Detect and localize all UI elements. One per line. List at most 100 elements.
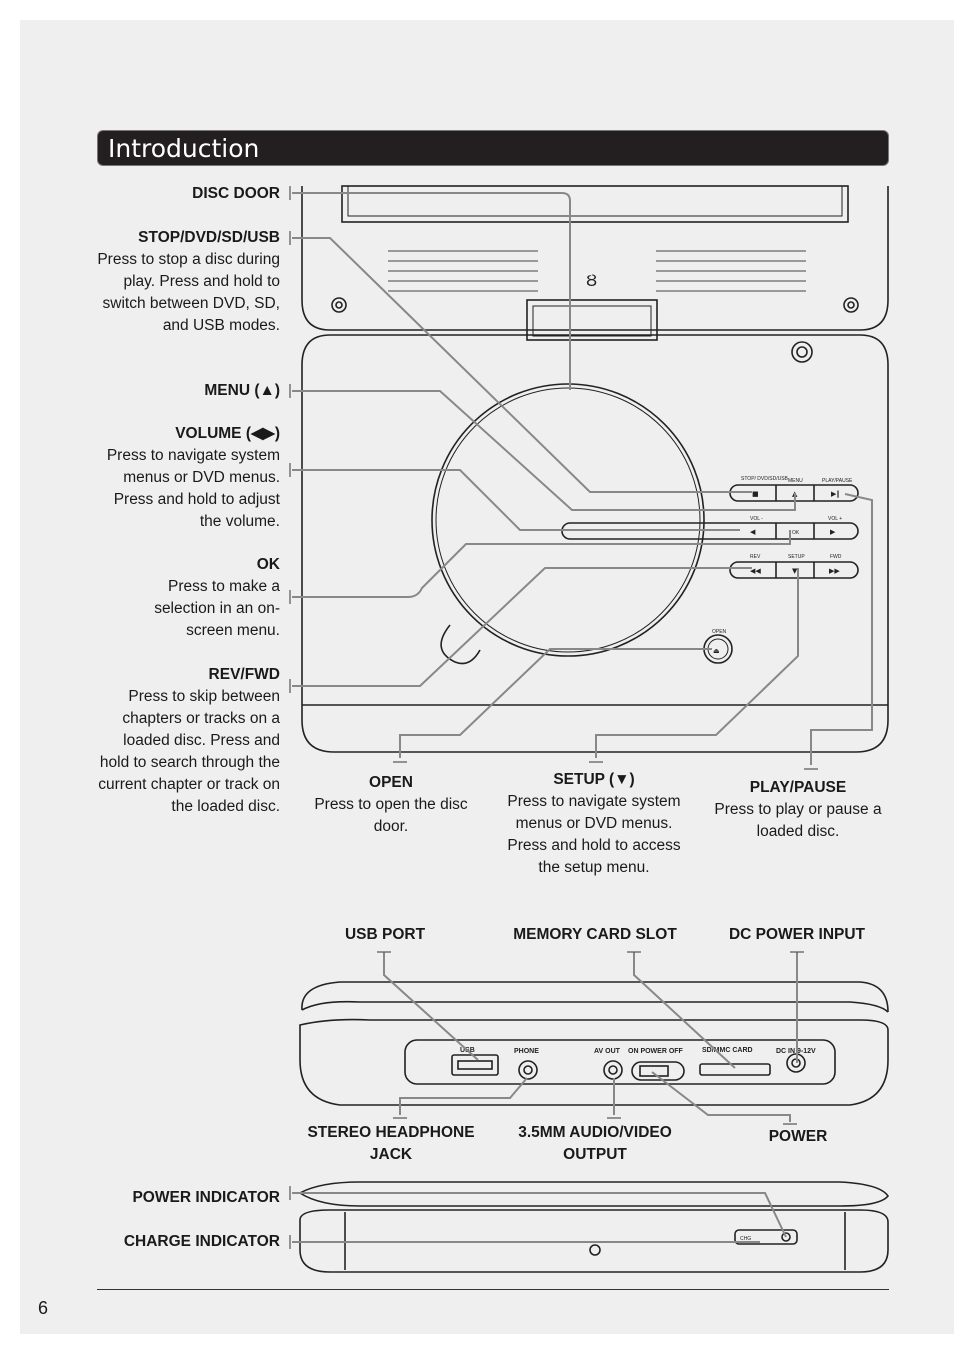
callout-av-output: 3.5MM AUDIO/VIDEO OUTPUT [500,1122,690,1166]
right-glyph-icon: ▶ [830,528,836,536]
callout-dc-power-title: DC POWER INPUT [728,926,866,943]
dev-label-fwd: FWD [830,554,842,560]
callout-open-title: OPEN [369,774,413,791]
side-lid [301,981,889,1013]
leader-ok [292,530,791,598]
brand-logo-icon: Ȣ [586,271,597,290]
speaker-grilles [388,250,806,292]
callout-disc-door-title: DISC DOOR [192,185,280,202]
callout-disc-door: DISC DOOR [90,183,280,205]
port-panel [404,1039,836,1085]
callout-volume-body: Press to navigate system menus or DVD me… [106,447,280,530]
disc-door [431,383,705,657]
callout-memory-card-title: MEMORY CARD SLOT [513,926,677,943]
callout-headphone: STEREO HEADPHONE JACK [300,1122,482,1166]
leader-playpause [810,493,873,765]
leader-revfwd [292,567,752,687]
footer-rule [97,1289,889,1290]
dev-label-vol-minus: VOL - [750,516,763,522]
callout-revfwd-title: REV/FWD [208,666,280,683]
dev-label-open: OPEN [712,629,727,635]
dev-label-phone: PHONE [514,1048,539,1055]
callout-setup-body: Press to navigate system menus or DVD me… [507,793,681,876]
callout-open-body: Press to open the disc door. [314,796,468,835]
screw-right [843,297,859,313]
leader-headphone [399,1077,528,1115]
callout-usb-port-title: USB PORT [344,926,426,943]
leader-power-indicator [292,1192,787,1238]
dev-label-ok: OK [792,530,800,536]
callout-dc-power: DC POWER INPUT [712,924,882,946]
left-glyph-icon: ◀ [750,528,756,536]
section-title: Introduction [108,134,260,163]
usb-port [451,1054,499,1076]
leader-stop [292,237,752,493]
callout-charge-indicator-title: CHARGE INDICATOR [123,1233,280,1250]
callout-power-indicator-title: POWER INDICATOR [132,1189,280,1206]
sd-card-slot [699,1063,771,1076]
dev-label-menu: MENU [788,478,803,484]
front-lid [298,1181,889,1207]
play-pause-glyph-icon: ▶‖ [831,490,840,498]
dev-label-setup: SETUP [788,554,805,560]
callout-volume: VOLUME (◀▶) Press to navigate system men… [90,423,280,533]
callout-setup-title: SETUP (▼) [553,771,635,788]
leader-menu [292,390,796,511]
dev-label-rev: REV [750,554,761,560]
callout-stop-body: Press to stop a disc during play. Press … [97,251,280,334]
callout-playpause-body: Press to play or pause a loaded disc. [714,801,882,840]
callout-usb-port: USB PORT [320,924,450,946]
front-base [299,1209,889,1273]
page-background [20,20,954,1334]
dev-label-play: PLAY/PAUSE [822,478,853,484]
down-glyph-icon: ▼ [792,567,798,575]
dev-label-power-switch: ON POWER OFF [628,1048,684,1055]
callout-setup: SETUP (▼) Press to navigate system menus… [506,769,682,879]
callout-volume-title: VOLUME (◀▶) [175,425,280,442]
callout-headphone-title: STEREO HEADPHONE JACK [307,1124,475,1163]
lid-outline [301,186,889,331]
stop-glyph-icon: ■ [752,490,759,498]
leader-open [399,648,712,758]
callout-ok-body: Press to make a selection in an on-scree… [154,578,280,639]
side-base [299,1018,889,1106]
leader-memory [633,952,736,1069]
callout-menu-title: MENU (▲) [204,382,280,399]
callout-power-indicator: POWER INDICATOR [90,1187,280,1209]
callout-menu: MENU (▲) [90,380,280,402]
dev-label-chg: CHG [740,1236,751,1242]
hinge-screw [791,341,813,363]
rev-glyph-icon: ◀◀ [750,567,761,575]
door-tab [440,624,481,665]
lid-latch [526,299,658,341]
callout-stop-title: STOP/DVD/SD/USB [138,229,280,246]
callout-memory-card: MEMORY CARD SLOT [500,924,690,946]
av-out-jack [603,1060,623,1080]
callout-revfwd: REV/FWD Press to skip between chapters o… [90,664,280,818]
leader-usb [383,952,479,1061]
callout-av-output-title: 3.5MM AUDIO/VIDEO OUTPUT [518,1124,672,1163]
callout-revfwd-body: Press to skip between chapters or tracks… [98,688,280,815]
screen-bezel [341,185,849,223]
indicator-panel [734,1229,798,1245]
front-hole [589,1244,601,1256]
callout-ok: OK Press to make a selection in an on-sc… [120,554,280,642]
power-switch [631,1061,685,1081]
leader-volume [292,469,740,531]
dev-label-av-out: AV OUT [594,1048,621,1055]
eject-glyph-icon: ⏏ [713,647,720,655]
callout-open: OPEN Press to open the disc door. [305,772,477,838]
screw-left [331,297,347,313]
leader-setup [595,568,799,758]
power-led [781,1232,791,1242]
callout-charge-indicator: CHARGE INDICATOR [90,1231,280,1253]
section-header: Introduction [97,130,889,166]
page-number: 6 [38,1298,49,1318]
leader-disc-door [292,192,571,390]
dev-label-stop: STOP/ DVD/SD/USB [741,476,789,482]
base-outline [301,334,889,753]
headphone-jack [518,1060,538,1080]
dev-label-vol-plus: VOL + [828,516,842,522]
callout-power: POWER [740,1126,856,1148]
